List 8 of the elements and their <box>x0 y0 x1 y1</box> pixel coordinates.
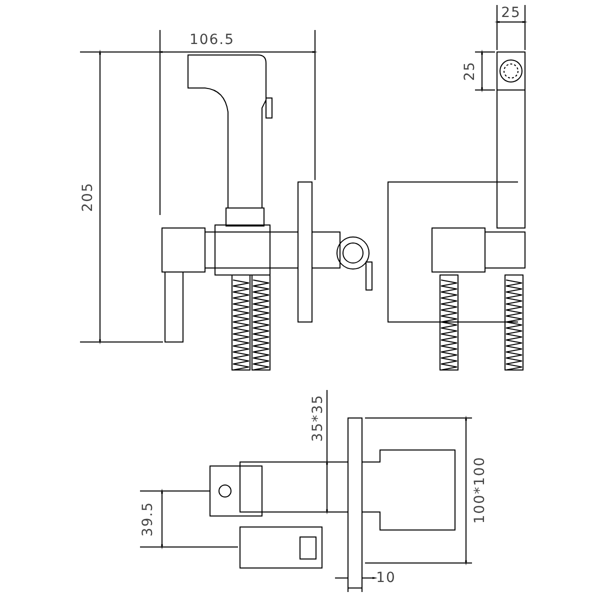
dimension-label: 35*35 <box>311 394 325 442</box>
dimension-label: 39.5 <box>141 501 155 537</box>
dimension-label: 25 <box>463 61 477 81</box>
dimension-label: 10 <box>376 571 396 585</box>
dimension-label: 100*100 <box>473 456 487 524</box>
dimension-label: 205 <box>81 182 95 212</box>
dimension-label: 25 <box>501 6 521 20</box>
dimension-label: 106.5 <box>189 33 235 47</box>
